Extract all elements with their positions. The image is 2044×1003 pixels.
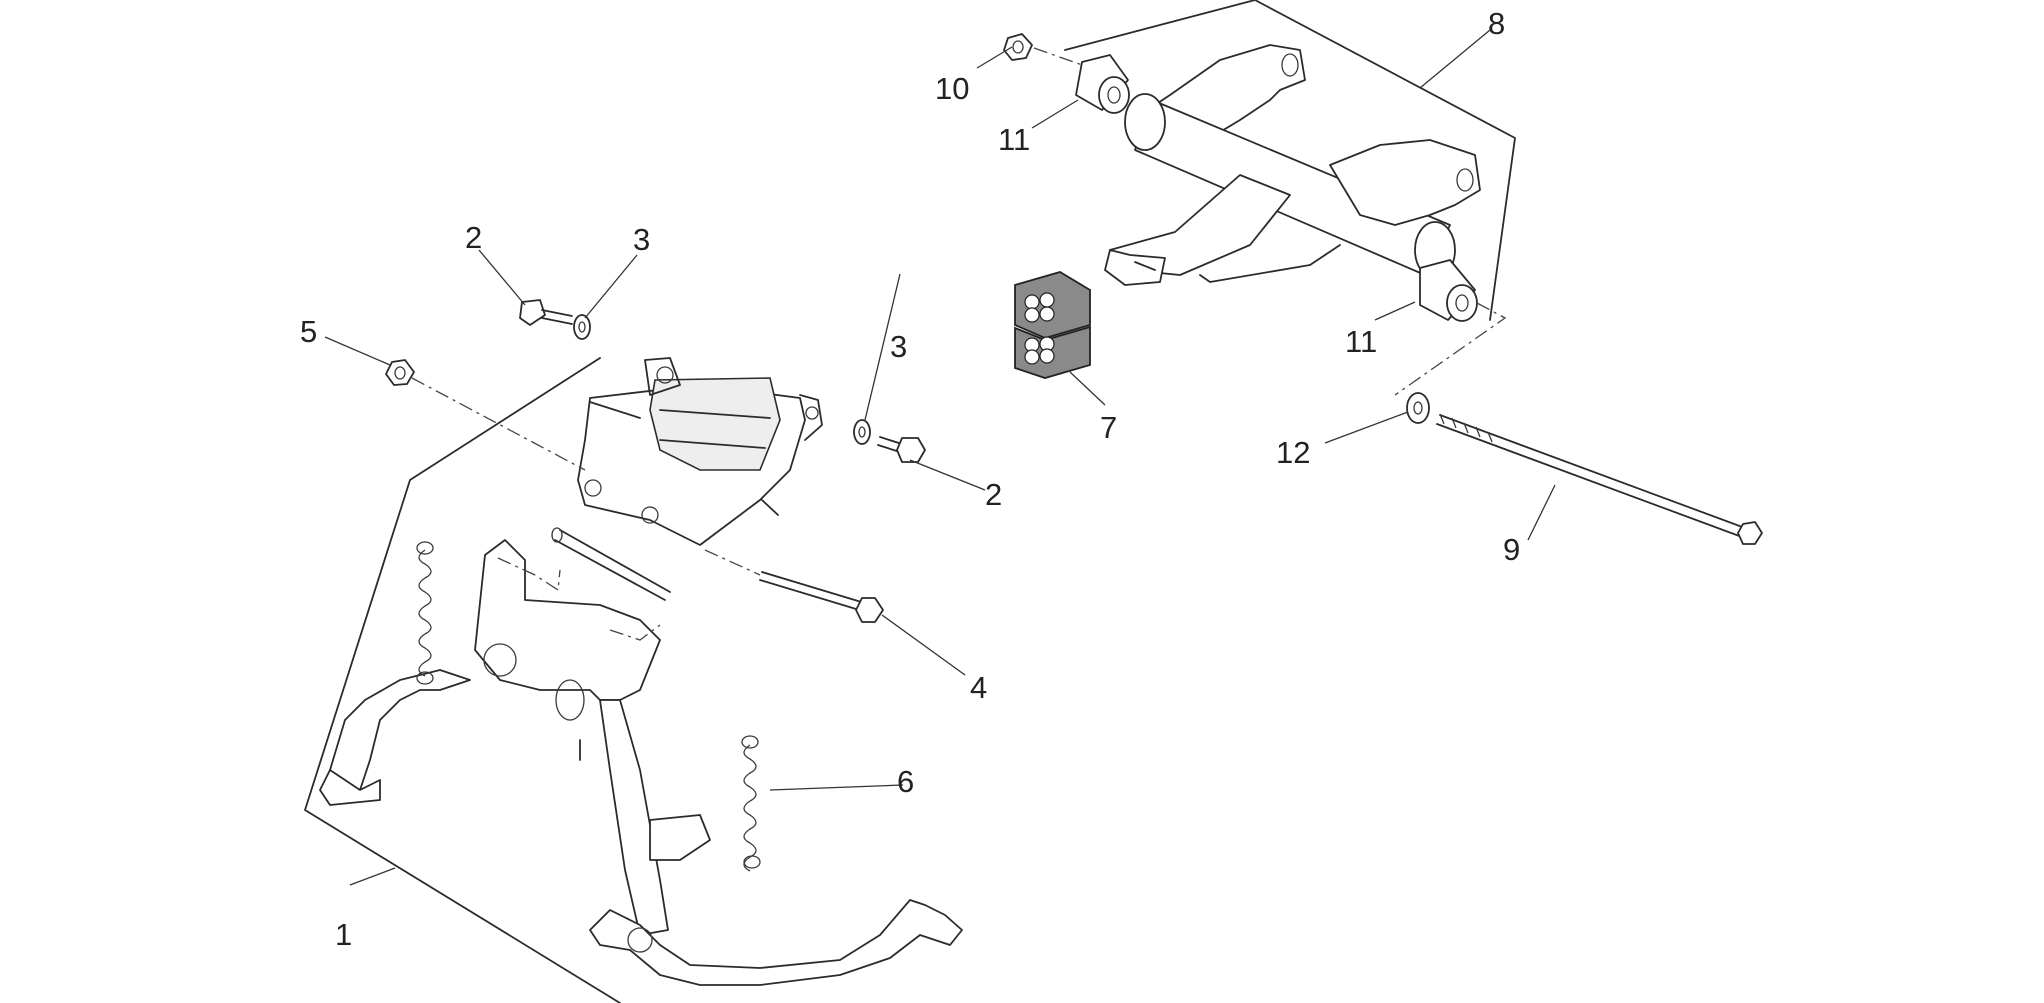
bolt-4 [759, 571, 884, 623]
callout-9: 9 [1503, 532, 1520, 567]
bolt-2-upper [519, 299, 573, 326]
leader-lines [324, 29, 1556, 886]
callout-11-bottom: 11 [1345, 324, 1377, 359]
washer-3-upper [573, 314, 591, 340]
bushing-11-bottom [1419, 259, 1478, 322]
engine-mount-link [1104, 44, 1481, 286]
center-stand [319, 539, 963, 986]
washer-12 [1406, 392, 1430, 424]
callout-4: 4 [970, 670, 987, 705]
assembly-axis-lines [411, 377, 761, 641]
engine-link-group-outline [1064, 0, 1516, 321]
callout-10: 10 [935, 71, 969, 106]
callout-2-upper: 2 [465, 220, 482, 255]
link-axis-lines [1033, 47, 1507, 396]
callout-numbers: 1 2 2 3 3 4 5 6 7 8 9 10 11 11 12 [300, 6, 1520, 952]
callout-8: 8 [1488, 6, 1505, 41]
long-bolt-9 [1436, 413, 1763, 545]
callout-3-right: 3 [890, 329, 907, 364]
bolt-2-right [877, 436, 926, 463]
pivot-pin [551, 527, 671, 601]
bushing-11-top [1075, 54, 1130, 114]
return-spring-6 [741, 735, 761, 872]
callout-2-right: 2 [985, 477, 1002, 512]
callout-12: 12 [1276, 435, 1310, 470]
callout-1: 1 [335, 917, 352, 952]
washer-3-right [853, 419, 871, 445]
callout-5: 5 [300, 314, 317, 349]
nut-5 [385, 359, 415, 386]
callout-6: 6 [897, 764, 914, 799]
stand-bracket [577, 357, 823, 546]
callout-3-upper: 3 [633, 222, 650, 257]
callout-7: 7 [1100, 410, 1117, 445]
rubber-pad-7 [1014, 271, 1091, 379]
return-spring-left [416, 541, 434, 685]
callout-11-top: 11 [998, 122, 1030, 157]
nut-10 [1003, 33, 1033, 61]
stand-group-outline [304, 357, 621, 1003]
